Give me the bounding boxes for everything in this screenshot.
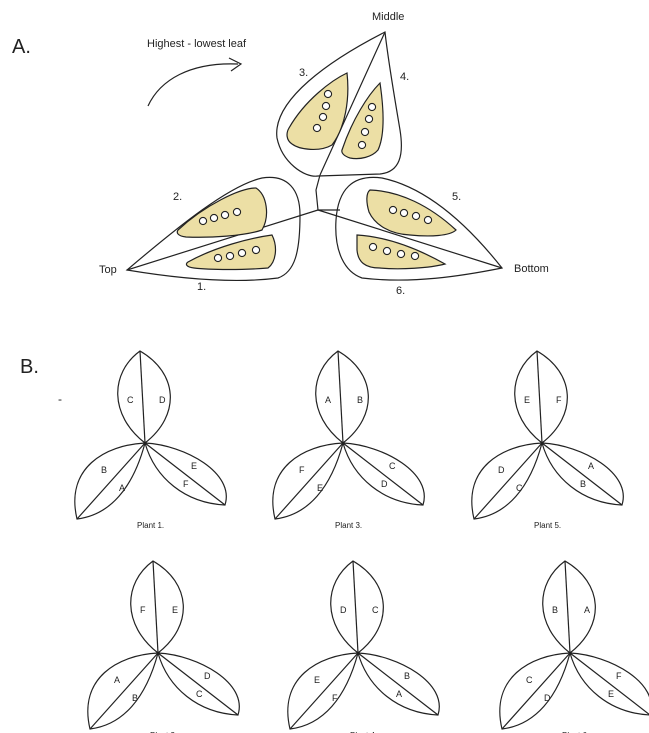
- midrib-left: [90, 653, 158, 729]
- midrib-left: [290, 653, 358, 729]
- trifoliate-diagram: Highest - lowest leaf Middle Top: [0, 0, 649, 320]
- plant-caption: Plant 1.: [137, 521, 164, 530]
- leaflet-letter: C: [516, 483, 523, 493]
- plant-diagram: BACDFEPlant 6.: [500, 561, 649, 733]
- leaflet-letter: F: [332, 693, 338, 703]
- midrib-left: [474, 443, 542, 519]
- arrow-head: [229, 58, 241, 71]
- leaflet-letter: E: [191, 461, 197, 471]
- leaflet-letter: D: [340, 605, 347, 615]
- leaflet-letter: A: [396, 689, 402, 699]
- leaf-number-3: 3.: [299, 67, 308, 79]
- leaflet-letter: F: [556, 395, 562, 405]
- leaflet-letter: F: [299, 465, 305, 475]
- leaf-number-4: 4.: [400, 71, 409, 83]
- petiole-junction: [316, 175, 340, 210]
- label-bottom: Bottom: [514, 263, 549, 275]
- midrib-left: [275, 443, 343, 519]
- leaflet-letter: A: [588, 461, 594, 471]
- leaflet-letter: C: [196, 689, 203, 699]
- leaflet-letter: C: [526, 675, 533, 685]
- label-top: Top: [99, 264, 117, 276]
- leaflet-letter: F: [140, 605, 146, 615]
- leaflet-letter: E: [317, 483, 323, 493]
- plant-diagram: FEABDCPlant 2.: [88, 561, 239, 733]
- curved-arrow: [148, 64, 238, 106]
- arrow-caption: Highest - lowest leaf: [147, 38, 247, 50]
- leaflet-letter: B: [552, 605, 558, 615]
- plant-diagram: E F D C AB Plant 5.: [472, 351, 623, 530]
- midrib-top: [353, 561, 358, 653]
- pod-3: [287, 73, 348, 149]
- label-middle: Middle: [372, 11, 404, 23]
- plant-diagram: C D B A EF Plant 1.: [75, 351, 226, 530]
- midrib-top: [537, 351, 542, 443]
- plant-diagram: DCEFBAPlant 4.: [288, 561, 439, 733]
- leaflet-letter: E: [314, 675, 320, 685]
- plant-caption: Plant 5.: [534, 521, 561, 530]
- leaflet-letter: B: [357, 395, 363, 405]
- leaflet-letter: B: [132, 693, 138, 703]
- leaflet-letter: A: [325, 395, 331, 405]
- leaflet-letter: A: [119, 483, 125, 493]
- leaflet-letter: C: [389, 461, 396, 471]
- leaflet-letter: B: [580, 479, 586, 489]
- leaflet-letter: F: [616, 671, 622, 681]
- leaflet-letter: B: [404, 671, 410, 681]
- leaflet-letter: D: [204, 671, 211, 681]
- leaflet-letter: A: [114, 675, 120, 685]
- leaf-number-2: 2.: [173, 191, 182, 203]
- leaflet-letter: F: [183, 479, 189, 489]
- midrib-top: [140, 351, 145, 443]
- leaf-number-5: 5.: [452, 191, 461, 203]
- midrib-left: [77, 443, 145, 519]
- plant-caption: Plant 3.: [335, 521, 362, 530]
- midrib-top: [338, 351, 343, 443]
- plant-diagram: A B F E CD Plant 3.: [273, 351, 424, 530]
- leaflet-letter: D: [159, 395, 166, 405]
- midrib-top: [565, 561, 570, 653]
- leaflet-letter: C: [127, 395, 134, 405]
- leaflet-letter: E: [172, 605, 178, 615]
- leaf-number-1: 1.: [197, 281, 206, 293]
- leaf-number-6: 6.: [396, 285, 405, 297]
- leaflet-letter: E: [608, 689, 614, 699]
- leaflet-letter: A: [584, 605, 590, 615]
- leaflet-letter: C: [372, 605, 379, 615]
- midrib-top: [153, 561, 158, 653]
- leaflet-letter: D: [498, 465, 505, 475]
- leaflet-letter: B: [101, 465, 107, 475]
- midrib-left: [502, 653, 570, 729]
- leaflet-letter: D: [544, 693, 551, 703]
- leaflet-letter: D: [381, 479, 388, 489]
- leaflet-letter: E: [524, 395, 530, 405]
